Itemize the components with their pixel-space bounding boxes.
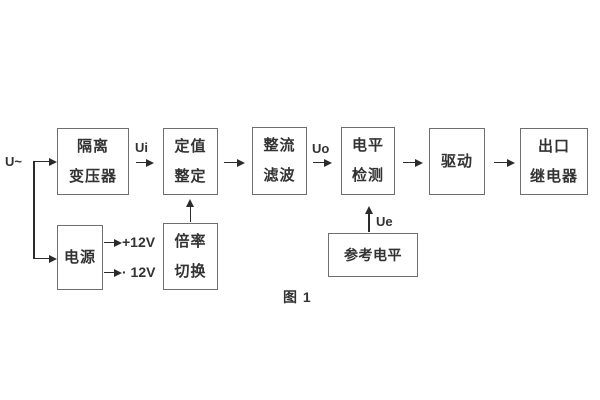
arrow-setpoint-to-rectifier-head: [237, 158, 245, 167]
arrow-minus12v-line: [104, 271, 115, 273]
block-label: 定值: [174, 137, 207, 155]
block-label: 隔离: [76, 137, 109, 155]
arrow-ui-head: [146, 158, 154, 167]
signal-ue-label: Ue: [376, 214, 393, 229]
block-label: 倍率: [174, 232, 207, 250]
arrow-input-to-transformer-line: [33, 160, 50, 162]
block-label: 参考电平: [344, 247, 402, 263]
arrow-minus12v-head: [114, 268, 122, 277]
block-setpoint-adjust: 定值 整定: [163, 128, 218, 195]
input-branch-vline: [33, 161, 35, 259]
block-isolation-transformer: 隔离 变压器: [57, 128, 129, 195]
plus12v-label: +12V: [122, 234, 156, 250]
arrow-ratio-to-setpoint-head: [186, 199, 194, 207]
arrow-input-to-power-line: [33, 257, 50, 259]
arrow-ratio-to-setpoint-line: [189, 207, 191, 222]
arrow-uo-head: [324, 158, 332, 167]
signal-ui-label: Ui: [135, 140, 148, 155]
block-label: 出口: [537, 137, 570, 155]
arrow-level-to-driver-line: [403, 161, 416, 163]
arrow-plus12v-line: [104, 241, 115, 243]
arrow-ref-to-level-line: [368, 214, 370, 232]
arrow-input-to-power-head: [49, 254, 57, 263]
block-reference-level: 参考电平: [328, 233, 418, 277]
arrow-setpoint-to-rectifier-line: [224, 161, 238, 163]
block-label: 切换: [174, 262, 207, 280]
input-voltage-label: U~: [5, 154, 22, 169]
block-label: 整定: [174, 167, 207, 185]
block-rectifier-filter: 整流 滤波: [252, 127, 307, 195]
arrow-level-to-driver-head: [415, 158, 423, 167]
arrow-input-to-transformer-head: [49, 157, 57, 166]
block-label: 变压器: [68, 167, 117, 185]
arrow-uo-line: [313, 161, 325, 163]
block-label: 驱动: [440, 152, 473, 170]
arrow-plus12v-head: [114, 238, 122, 247]
block-ratio-switch: 倍率 切换: [163, 223, 218, 290]
arrow-driver-to-relay-line: [494, 161, 508, 163]
block-label: 电平: [351, 137, 384, 154]
figure-caption: 图 1: [283, 289, 312, 305]
block-label: 滤波: [263, 167, 296, 184]
arrow-ui-line: [136, 161, 147, 163]
minus12v-label: · 12V: [122, 264, 156, 280]
block-label: 电源: [63, 248, 96, 266]
block-label: 继电器: [529, 167, 578, 185]
block-level-detector: 电平 检测: [341, 127, 395, 195]
block-power-supply: 电源: [57, 225, 103, 290]
arrow-driver-to-relay-head: [507, 158, 515, 167]
block-output-relay: 出口 继电器: [520, 128, 588, 195]
block-label: 整流: [263, 137, 296, 154]
block-driver: 驱动: [429, 128, 485, 195]
signal-uo-label: Uo: [312, 141, 330, 156]
block-label: 检测: [351, 167, 384, 184]
arrow-ref-to-level-head: [364, 206, 373, 214]
